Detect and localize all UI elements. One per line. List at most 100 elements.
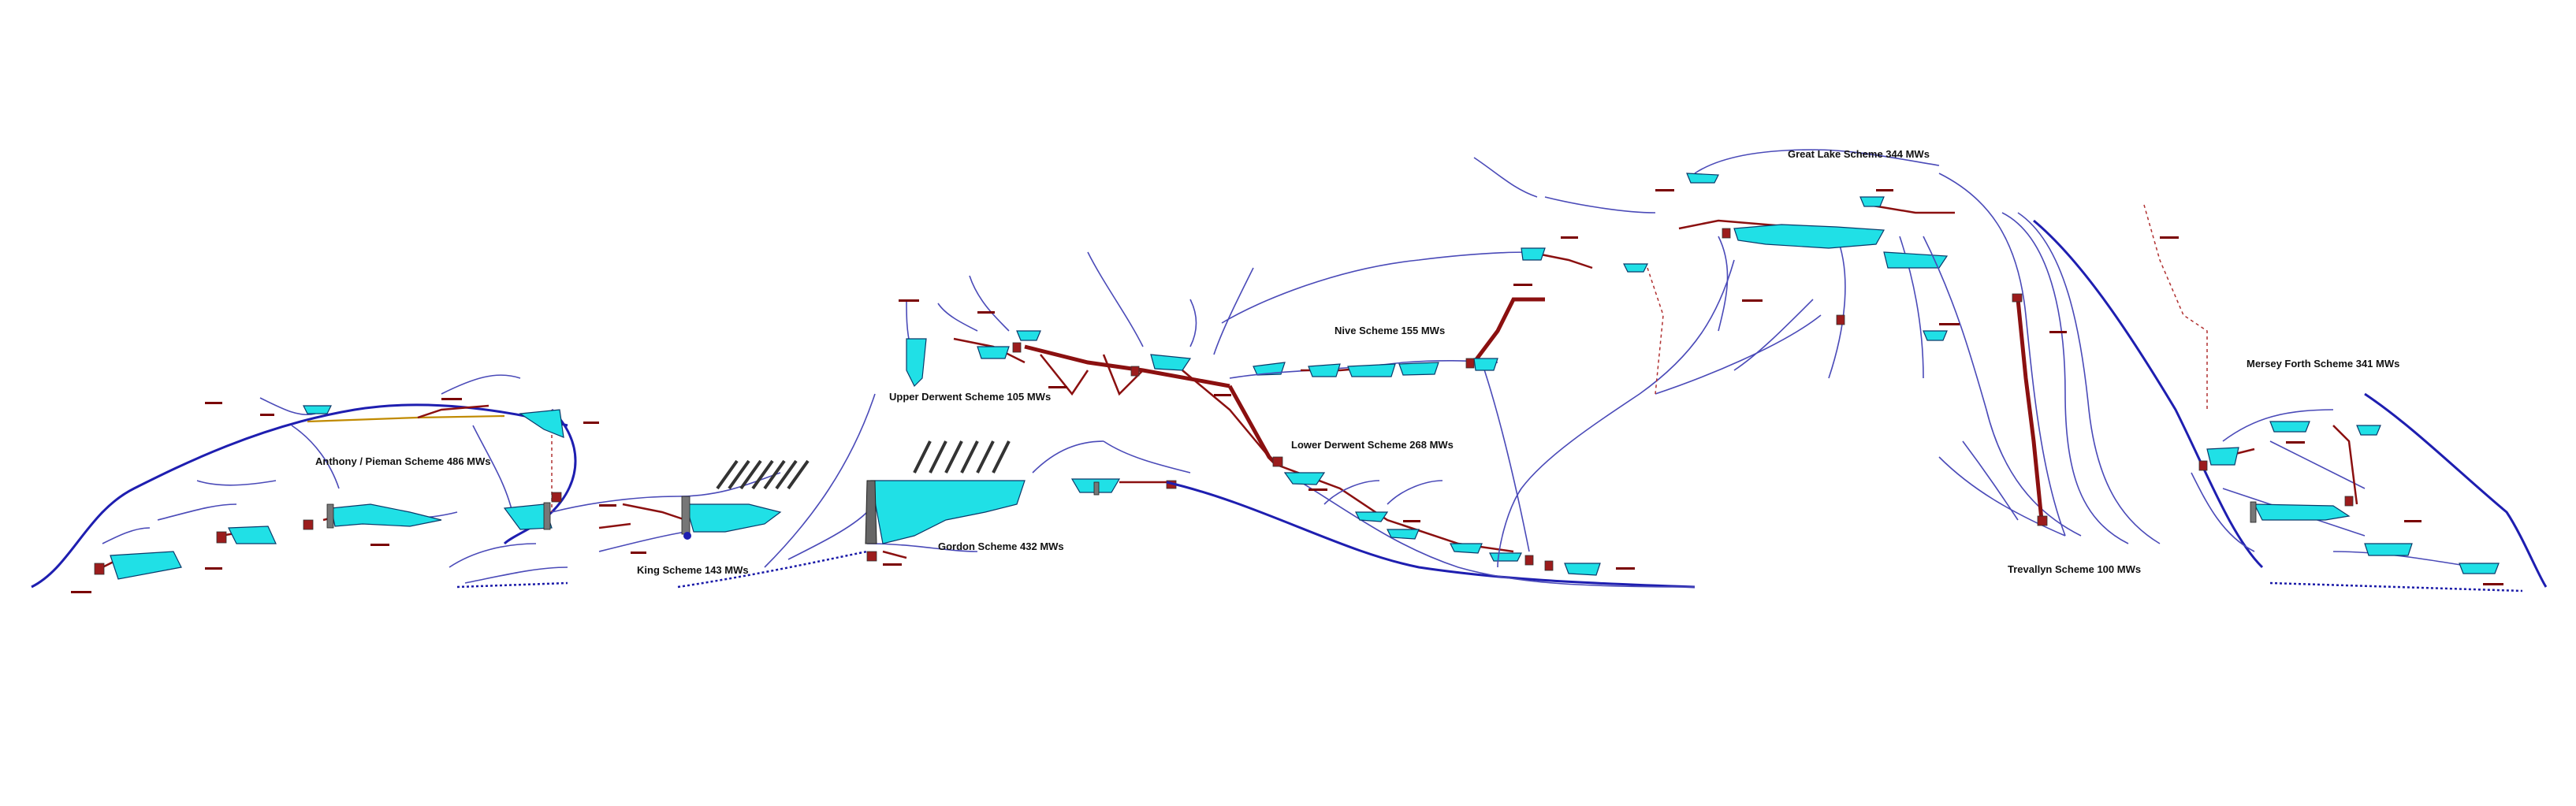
- reservoir: [1253, 362, 1286, 376]
- tributary: [2191, 472, 2255, 552]
- penstock: [1182, 370, 1270, 458]
- penstock: [2332, 425, 2358, 505]
- tributary: [1733, 299, 1814, 371]
- tributary: [787, 511, 868, 560]
- power-station: [1272, 456, 1283, 467]
- tributary: [259, 397, 316, 416]
- power-station: [303, 519, 314, 530]
- lake-burbury: [685, 503, 782, 533]
- king-scheme-network: [464, 459, 810, 584]
- reservoir: [1450, 543, 1483, 554]
- power-station: [216, 531, 227, 544]
- reservoir: [2459, 563, 2500, 574]
- reservoir: [1686, 173, 1719, 184]
- reservoir: [1883, 251, 1949, 269]
- scheme-label-great-lake: Great Lake Scheme 344 MWs: [1788, 148, 1930, 160]
- power-station: [551, 492, 562, 503]
- reservoir: [503, 503, 553, 530]
- reservoir: [2206, 447, 2239, 466]
- power-station: [1524, 555, 1534, 566]
- reservoir: [228, 526, 277, 544]
- tributary: [866, 543, 978, 552]
- power-station: [1722, 228, 1731, 239]
- tributary: [102, 527, 151, 544]
- reservoir: [1564, 563, 1601, 576]
- lower-derwent-scheme-network: [1227, 384, 1696, 588]
- reservoir: [1283, 472, 1326, 485]
- tributary: [464, 566, 568, 584]
- tributary: [1481, 362, 1530, 552]
- tributary: [1189, 299, 1197, 347]
- trevallyn-scheme-network: [1923, 173, 2161, 544]
- scheme-label-trevallyn: Trevallyn Scheme 100 MWs: [2008, 563, 2142, 575]
- dam: [543, 502, 551, 530]
- power-station: [2037, 515, 2048, 526]
- tributary: [969, 275, 1010, 332]
- dam: [1093, 481, 1100, 496]
- tributary: [291, 425, 340, 489]
- scheme-label-anthony-pieman: Anthony / Pieman Scheme 486 MWs: [315, 455, 491, 467]
- tributary: [2017, 212, 2161, 544]
- tributary: [1221, 251, 1530, 324]
- nive-scheme-network: [1221, 247, 1648, 552]
- mersey-river: [2364, 392, 2548, 588]
- scheme-label-gordon: Gordon Scheme 432 MWs: [938, 540, 1064, 552]
- reservoir: [2356, 425, 2381, 436]
- upper-derwent-scheme-network: [906, 251, 1286, 458]
- reservoir: [1473, 358, 1498, 371]
- tributary: [1497, 259, 1735, 568]
- tributary: [1544, 196, 1656, 214]
- reservoir: [1387, 529, 1420, 540]
- tributary: [551, 496, 679, 513]
- power-station: [1836, 314, 1845, 325]
- lake-gordon: [870, 480, 1026, 544]
- scheme-label-lower-derwent: Lower Derwent Scheme 268 MWs: [1291, 439, 1454, 451]
- dam: [681, 496, 691, 535]
- tributary: [677, 472, 781, 497]
- scheme-label-upper-derwent: Upper Derwent Scheme 105 MWs: [889, 391, 1052, 403]
- junction: [683, 532, 691, 540]
- tributary: [1473, 157, 1538, 198]
- tributary: [1938, 173, 2066, 537]
- great-lake-scheme-network: [1473, 149, 1955, 568]
- trevallyn-penstock: [2016, 299, 2044, 521]
- gordon-scheme-network: [764, 393, 1191, 568]
- coast-north: [2269, 581, 2523, 592]
- forth-river: [2033, 219, 2264, 569]
- dam: [2250, 501, 2257, 523]
- tributary: [1213, 267, 1254, 355]
- power-station: [1012, 342, 1022, 353]
- tributary: [1387, 480, 1443, 505]
- tributary: [1087, 251, 1144, 347]
- power-station: [2198, 460, 2208, 471]
- scheme-label-king: King Scheme 143 MWs: [637, 564, 749, 576]
- reservoir: [1489, 552, 1522, 562]
- reservoir: [977, 346, 1010, 359]
- tributary: [937, 303, 978, 332]
- tributary: [157, 503, 237, 521]
- tributary: [449, 543, 537, 568]
- anthony-river: [503, 408, 577, 545]
- annotation-markers: [71, 189, 2503, 593]
- tributary: [472, 425, 513, 513]
- reservoir: [906, 338, 927, 388]
- power-station: [2012, 293, 2023, 303]
- canal: [307, 414, 505, 423]
- turbine-fan: [913, 440, 1011, 474]
- scheme-label-nive: Nive Scheme 155 MWs: [1335, 325, 1446, 336]
- tributary: [598, 531, 687, 552]
- tributary: [2332, 551, 2476, 568]
- tunnel: [2143, 204, 2208, 410]
- mersey-forth-scheme-network: [2033, 204, 2548, 592]
- power-station: [2344, 496, 2354, 507]
- reservoir: [1923, 330, 1948, 341]
- penstock: [622, 503, 687, 522]
- penstock: [598, 522, 631, 529]
- reservoir: [1623, 263, 1648, 273]
- tunnel: [1647, 267, 1664, 395]
- tributary: [1655, 314, 1822, 395]
- great-lake: [1733, 224, 1885, 249]
- coastline: [456, 481, 1696, 589]
- coast-west: [456, 581, 568, 589]
- reservoir: [519, 409, 564, 438]
